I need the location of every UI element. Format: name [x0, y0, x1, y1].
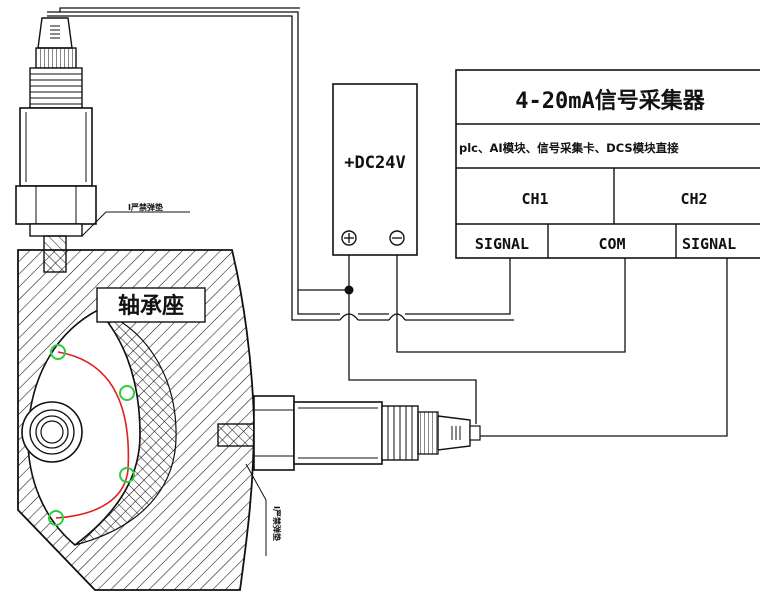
- collector-title: 4-20mA信号采集器: [515, 88, 705, 114]
- mount-point-marker: [50, 344, 66, 360]
- terminal-label: SIGNAL: [682, 235, 736, 253]
- terminal-label: SIGNAL: [475, 235, 529, 253]
- wires: [47, 7, 728, 437]
- channel-label: CH2: [680, 190, 707, 208]
- bearing-label: 轴承座: [118, 293, 184, 319]
- signal-collector: 4-20mA信号采集器 plc、AI模块、信号采集卡、DCS模块直接 CH1 C…: [455, 69, 760, 259]
- bottom-sensor: [217, 395, 481, 471]
- mount-point-marker: [119, 385, 135, 401]
- top-sensor: [15, 17, 97, 273]
- mount-point-marker: [119, 467, 135, 483]
- power-supply: +DC24V: [332, 83, 418, 256]
- bearing-label-box: [96, 287, 206, 323]
- shaft: [21, 401, 83, 463]
- mount-point-marker: [48, 510, 64, 526]
- gasket-note: Ⅰ严禁弹垫: [128, 202, 163, 212]
- sensor-arc: [55, 351, 130, 519]
- power-label: +DC24V: [344, 153, 405, 173]
- gasket-note: Ⅰ严禁弹垫: [272, 506, 282, 541]
- collector-subtitle: plc、AI模块、信号采集卡、DCS模块直接: [459, 141, 679, 155]
- terminal-label: COM: [598, 235, 625, 253]
- bearing-housing: 轴承座: [17, 249, 255, 591]
- channel-label: CH1: [521, 190, 548, 208]
